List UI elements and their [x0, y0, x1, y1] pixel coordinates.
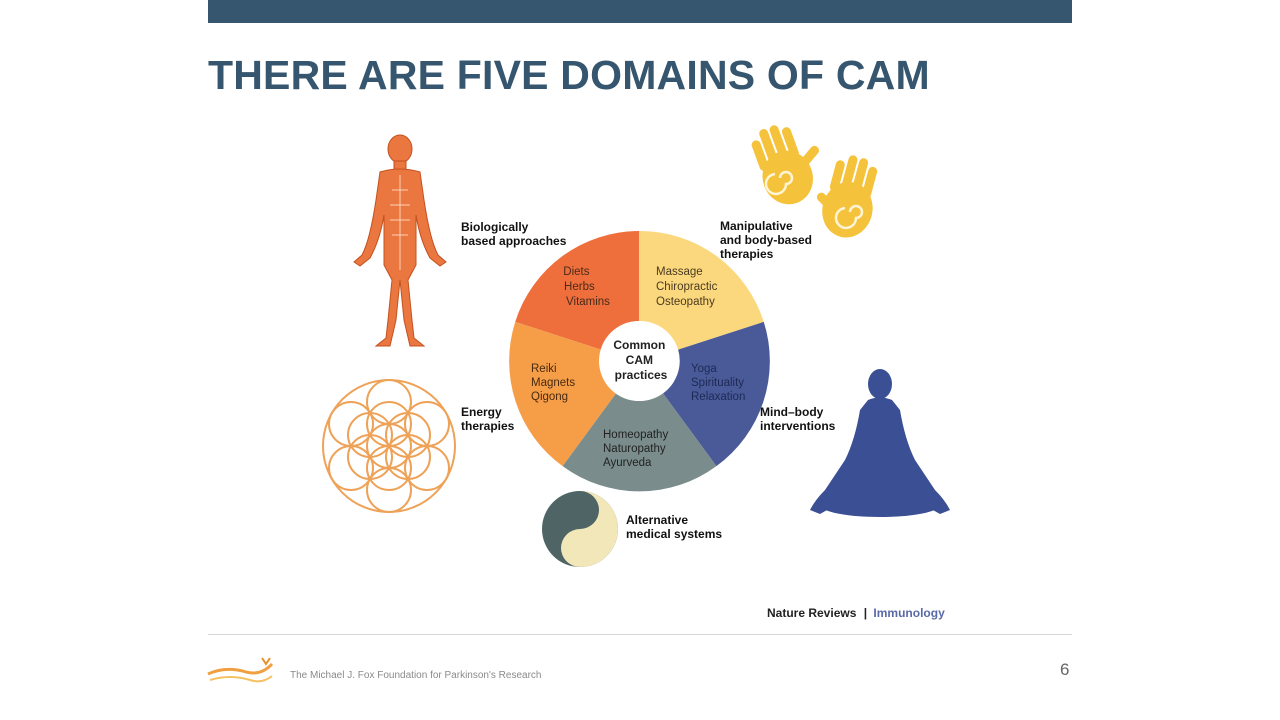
segment-mindbody-items: Yoga Spirituality Relaxation	[691, 363, 747, 403]
label-alternative: Alternative medical systems	[626, 513, 722, 541]
segment-manipulative-items: Massage Chiropractic Osteopathy	[656, 266, 721, 308]
segment-manipulative	[639, 230, 764, 350]
wheel-center	[599, 321, 679, 401]
page-number: 6	[1060, 660, 1070, 679]
label-biological: Biologically based approaches	[461, 220, 567, 248]
yin-yang-icon	[542, 491, 618, 567]
segment-energy	[509, 321, 616, 467]
human-anatomy-icon	[353, 134, 447, 347]
center-label: Common CAM practices	[613, 338, 668, 382]
label-energy: Energy therapies	[461, 405, 515, 433]
segment-mindbody	[663, 321, 770, 467]
segment-biological	[515, 231, 640, 350]
label-manipulative: Manipulative and body-based therapies	[720, 219, 815, 261]
footer-organization: The Michael J. Fox Foundation for Parkin…	[290, 670, 542, 681]
segment-energy-items: Reiki Magnets Qigong	[531, 363, 578, 403]
foundation-logo-icon	[207, 657, 274, 683]
slide-title: THERE ARE FIVE DOMAINS OF CAM	[208, 52, 930, 98]
segment-alternative-items: Homeopathy Naturopathy Ayurveda	[603, 429, 671, 469]
footer-divider	[208, 634, 1072, 635]
hands-icon	[751, 125, 878, 238]
label-mindbody: Mind–body interventions	[760, 405, 836, 433]
source-credit: Nature Reviews | Immunology	[767, 606, 945, 620]
meditating-figure-icon	[810, 369, 950, 517]
segment-alternative	[562, 393, 717, 492]
header-bar	[208, 0, 1072, 23]
cam-wheel	[509, 230, 770, 492]
flower-of-life-icon	[322, 379, 456, 513]
segment-biological-items: Diets Herbs Vitamins	[563, 266, 610, 308]
